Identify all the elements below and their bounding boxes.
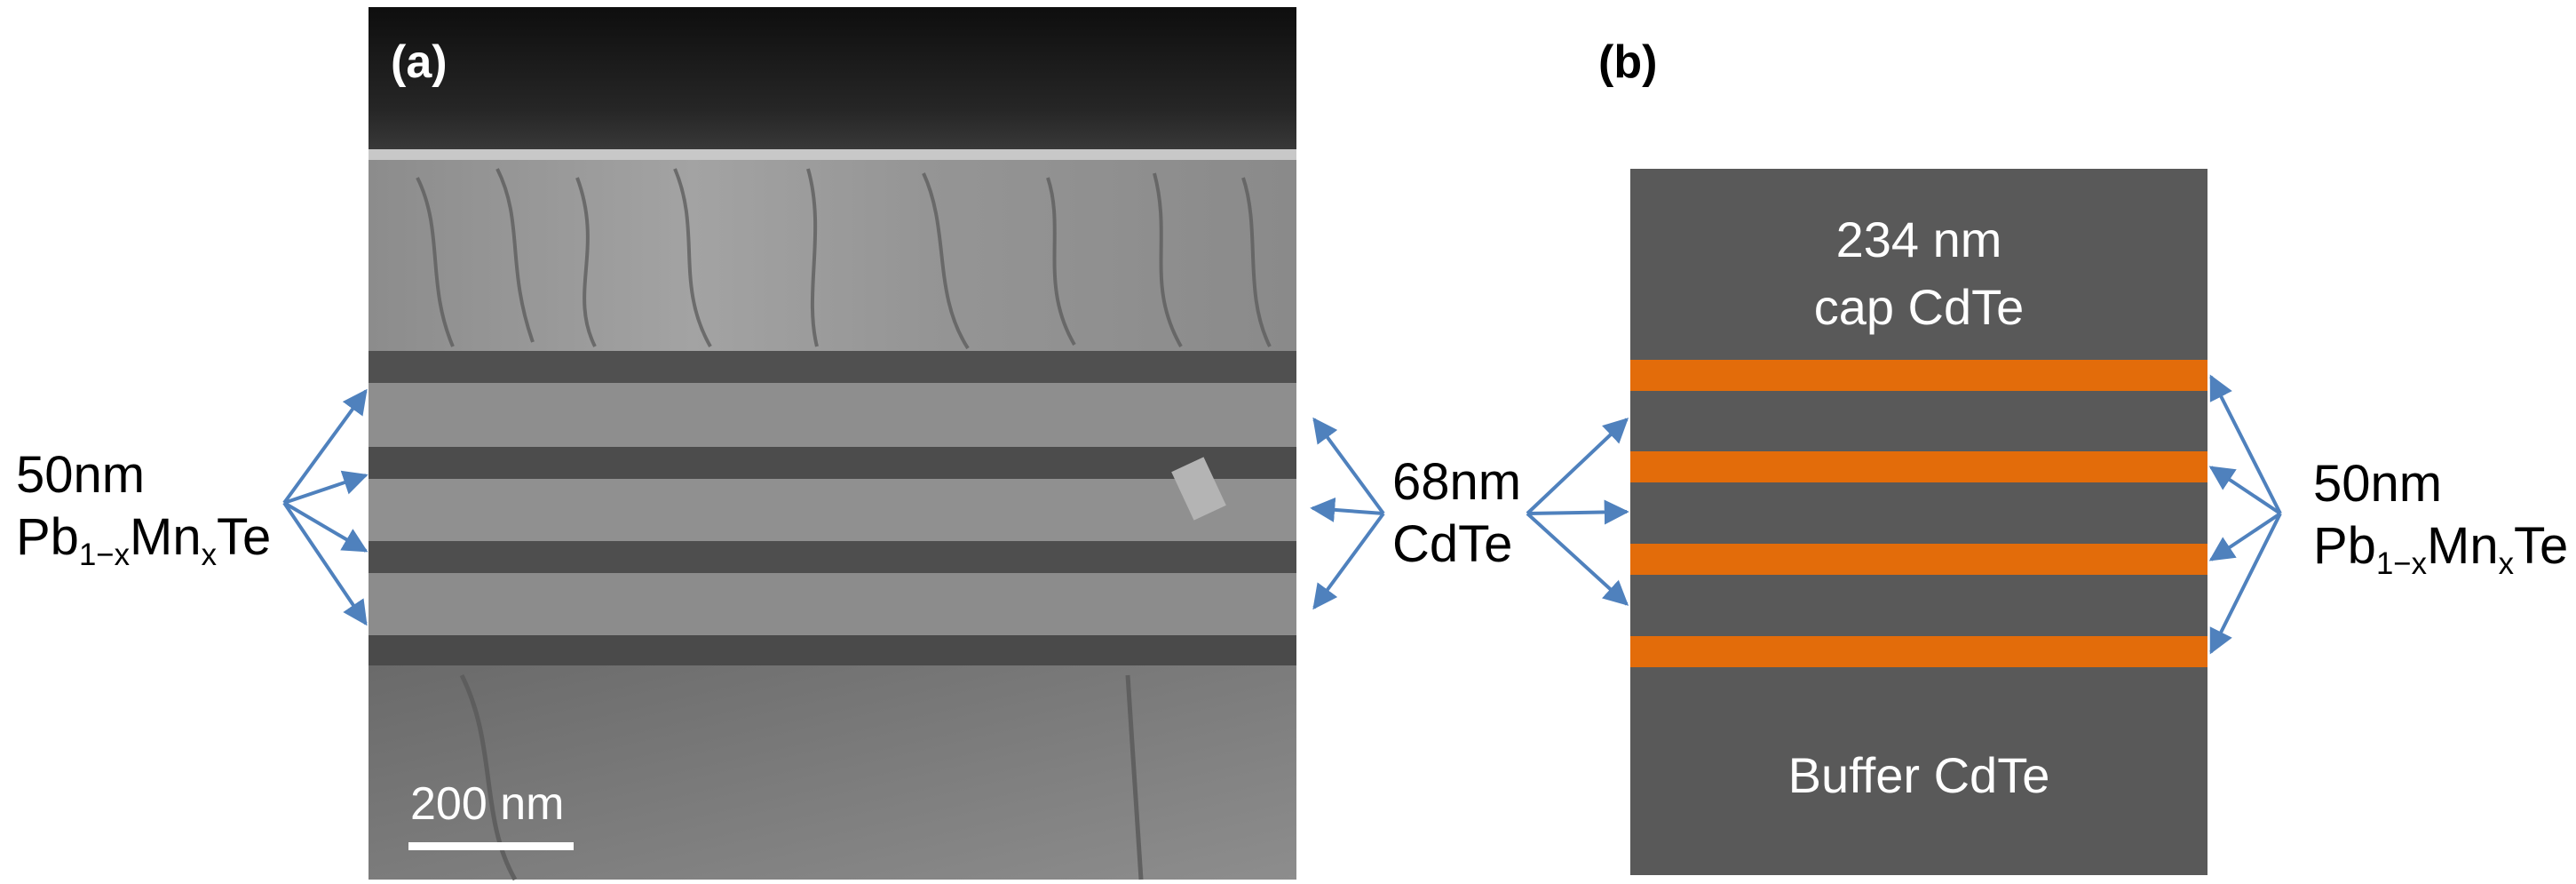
- pbmnte-layer-2: [1630, 451, 2207, 482]
- sem-surface-line: [369, 149, 1296, 160]
- layer-schematic: [1630, 169, 2207, 875]
- sem-layer-4: [369, 635, 1296, 665]
- pbmnte-layer-1: [1630, 360, 2207, 391]
- pbmnte-layer-4: [1630, 636, 2207, 667]
- sem-layer-3: [369, 541, 1296, 573]
- sem-layer-2: [369, 447, 1296, 479]
- arrows-left-b: [1526, 418, 1629, 606]
- cap-label: 234 nm cap CdTe: [1630, 206, 2207, 340]
- arrows-right-a: [1310, 417, 1385, 610]
- cap-thickness: 234 nm: [1835, 211, 2002, 267]
- right-thickness-value: 50nm: [2313, 455, 2443, 513]
- panel-b-tag: (b): [1598, 36, 1658, 88]
- right-thickness-label: 50nm Pb1−xMnxTe: [2313, 453, 2569, 581]
- pbmnte-layer-3: [1630, 544, 2207, 575]
- left-formula: Pb1−xMnxTe: [16, 507, 272, 572]
- arrows-right-b: [2208, 374, 2282, 655]
- left-thickness-value: 50nm: [16, 446, 146, 504]
- arrows-left-a: [282, 388, 369, 626]
- panel-a-tag: (a): [391, 36, 448, 88]
- cap-material: cap CdTe: [1813, 278, 2025, 335]
- sem-cap-layer: [369, 160, 1296, 351]
- spacer-material: CdTe: [1392, 514, 1513, 573]
- spacer-thickness-label: 68nm CdTe: [1392, 451, 1521, 575]
- sem-layer-1: [369, 351, 1296, 383]
- sem-top-vacuum: [369, 7, 1296, 154]
- scale-bar-label: 200 nm: [410, 778, 565, 830]
- scale-bar: [408, 842, 574, 850]
- sem-micrograph: [369, 7, 1296, 881]
- buffer-label: Buffer CdTe: [1787, 747, 2050, 803]
- right-formula: Pb1−xMnxTe: [2313, 516, 2569, 581]
- cdte-stack: [1630, 169, 2207, 875]
- spacer-thickness-value: 68nm: [1392, 453, 1522, 511]
- left-thickness-label: 50nm Pb1−xMnxTe: [16, 444, 272, 572]
